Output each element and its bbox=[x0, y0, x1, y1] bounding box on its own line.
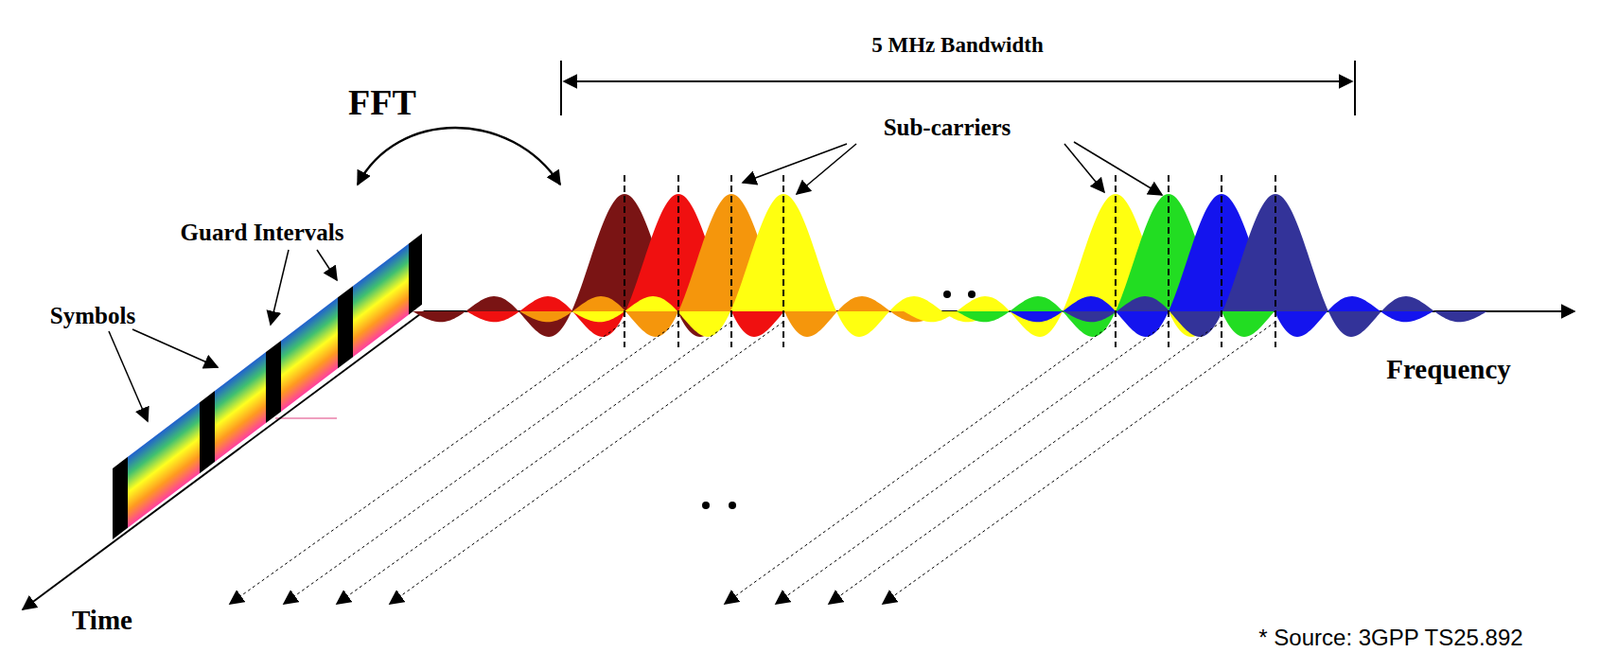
projection-line bbox=[828, 321, 1222, 604]
ellipsis-dots bbox=[702, 290, 976, 510]
peak-line bbox=[1167, 175, 1170, 348]
symbols-label: Symbols bbox=[50, 302, 136, 330]
subcarriers-label: Sub-carriers bbox=[883, 114, 1012, 141]
projection-line bbox=[389, 321, 784, 604]
peak-line bbox=[782, 175, 785, 348]
callout-arrows bbox=[108, 141, 1162, 422]
projection-line bbox=[775, 321, 1169, 604]
projection-lines bbox=[229, 321, 1276, 604]
time-label: Time bbox=[71, 604, 133, 636]
subcarrier-spectrum bbox=[412, 175, 1488, 348]
fft-label: FFT bbox=[348, 81, 417, 124]
projection-line bbox=[229, 321, 625, 604]
peak-line bbox=[1274, 175, 1277, 348]
symbol-strip bbox=[112, 233, 422, 540]
projection-line bbox=[724, 321, 1116, 604]
fft-arrow bbox=[357, 127, 561, 185]
peak-line bbox=[677, 175, 680, 348]
frequency-label: Frequency bbox=[1386, 353, 1512, 386]
bandwidth-label: 5 MHz Bandwidth bbox=[871, 33, 1043, 58]
projection-line bbox=[283, 321, 679, 604]
projection-line bbox=[882, 321, 1276, 604]
guard-intervals-label: Guard Intervals bbox=[180, 219, 345, 247]
peak-line bbox=[1114, 175, 1117, 348]
peak-line bbox=[623, 175, 626, 348]
time-axis bbox=[22, 311, 424, 610]
peak-line bbox=[1220, 175, 1223, 348]
peak-line bbox=[730, 175, 733, 348]
pink-mark bbox=[275, 417, 337, 419]
projection-line bbox=[336, 321, 732, 604]
bandwidth-bracket bbox=[561, 60, 1355, 116]
source-note: * Source: 3GPP TS25.892 bbox=[1258, 624, 1523, 651]
